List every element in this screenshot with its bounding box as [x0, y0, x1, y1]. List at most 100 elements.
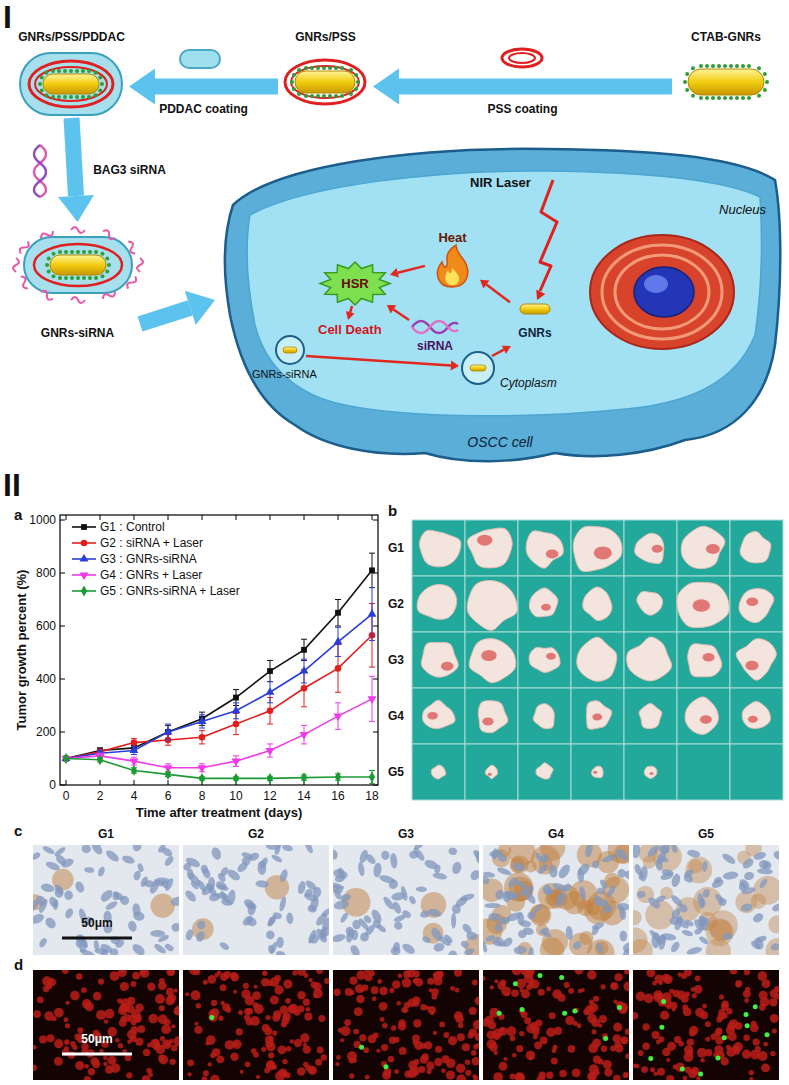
red-nucleus — [654, 974, 663, 983]
tunel-positive — [562, 1011, 567, 1016]
red-nucleus — [266, 1015, 271, 1020]
red-nucleus — [303, 1045, 311, 1053]
cell-nucleus-stain — [312, 886, 323, 899]
cell-nucleus-stain — [684, 919, 694, 928]
process-arrow — [58, 118, 94, 222]
red-nucleus — [369, 970, 375, 976]
red-nucleus — [120, 1016, 125, 1021]
red-nucleus — [652, 981, 657, 986]
red-nucleus — [431, 994, 437, 1000]
part-numeral: II — [3, 466, 21, 504]
cell-nucleus-stain — [437, 934, 452, 947]
ctab-molecule — [705, 64, 709, 68]
arrow-shaft — [140, 308, 190, 324]
ihc-stain — [633, 927, 648, 953]
red-nucleus — [755, 1046, 761, 1052]
ihc-stain — [753, 876, 779, 905]
ihc-ground — [333, 845, 479, 955]
red-nucleus — [532, 1029, 539, 1036]
ctab-molecule — [297, 92, 301, 96]
ihc-stain — [569, 880, 597, 908]
red-nucleus — [658, 998, 666, 1006]
ctab-molecule — [763, 88, 767, 92]
red-nucleus — [355, 984, 364, 993]
data-marker — [96, 748, 105, 756]
red-nucleus — [473, 1044, 479, 1050]
red-nucleus — [691, 1067, 700, 1076]
cell-nucleus-stain — [48, 896, 59, 909]
error-bar — [335, 627, 341, 656]
arrow-shaft — [399, 79, 672, 95]
red-nucleus — [82, 999, 91, 1008]
cell-nucleus-stain — [646, 845, 661, 859]
ihc-stain — [486, 914, 507, 935]
cell-nucleus-stain — [542, 930, 553, 939]
data-marker — [131, 765, 137, 776]
laser-label: NIR Laser — [470, 175, 531, 191]
red-nucleus — [338, 1028, 343, 1033]
cell-nucleus-stain — [658, 934, 667, 951]
cell-nucleus-stain — [357, 917, 370, 932]
red-nucleus — [220, 973, 228, 981]
red-nucleus — [282, 1012, 291, 1021]
ctab-molecule — [87, 69, 91, 73]
red-nucleus — [472, 980, 478, 986]
red-nucleus — [234, 1043, 238, 1047]
red-nucleus — [104, 1019, 108, 1023]
cell-nucleus-stain — [603, 905, 613, 914]
red-nucleus — [510, 1035, 516, 1041]
cell-nucleus-stain — [226, 889, 236, 906]
red-nucleus — [110, 971, 120, 981]
ctab-molecule — [757, 94, 761, 98]
red-nucleus — [554, 1027, 562, 1035]
process-arrow — [373, 69, 672, 105]
red-nucleus — [546, 1072, 553, 1079]
red-nucleus — [140, 970, 147, 976]
cell-nucleus-stain — [518, 930, 527, 939]
heat-source: Heat — [425, 228, 480, 290]
legend-sample — [72, 590, 96, 592]
red-nucleus — [663, 975, 672, 984]
cell-nucleus-stain — [616, 867, 628, 879]
group-label: G1 — [98, 827, 114, 841]
red-nucleus — [305, 1007, 310, 1012]
red-nucleus — [253, 1002, 259, 1008]
red-nucleus — [401, 1007, 407, 1013]
red-nucleus — [362, 984, 368, 990]
cell-nucleus-stain — [99, 948, 109, 955]
red-nucleus — [244, 1014, 250, 1020]
photo-tile — [571, 688, 624, 744]
ihc-stain — [530, 904, 550, 924]
red-nucleus — [705, 1037, 710, 1042]
red-nucleus — [735, 982, 741, 988]
cell-nucleus-stain — [109, 935, 121, 946]
red-nucleus — [601, 984, 606, 989]
cell-nucleus-stain — [333, 868, 349, 881]
tick-label: 12 — [263, 789, 276, 803]
cell-nucleus-stain — [506, 911, 523, 923]
pddac-icon — [180, 50, 220, 68]
red-nucleus — [666, 1058, 670, 1062]
red-nucleus — [469, 1007, 477, 1015]
ihc-stain — [608, 845, 629, 863]
cell-nucleus-stain — [670, 873, 681, 888]
cell-nucleus-stain — [114, 938, 126, 949]
tick-mark — [134, 780, 135, 785]
process-arrow — [140, 291, 215, 325]
cell-nucleus-stain — [380, 850, 390, 861]
red-nucleus — [474, 997, 479, 1005]
tick-mark — [202, 780, 203, 785]
red-nucleus — [305, 1065, 311, 1071]
cell-nucleus-stain — [99, 942, 114, 954]
arrow-head — [58, 195, 94, 222]
cell-nucleus-stain — [241, 914, 255, 928]
red-nucleus — [253, 1052, 259, 1058]
red-nucleus — [297, 970, 306, 976]
cell-nucleus-stain — [508, 891, 521, 900]
error-bar — [267, 682, 273, 703]
cell-nucleus-stain — [215, 880, 228, 892]
cell-nucleus-stain — [655, 859, 663, 872]
red-nucleus — [759, 991, 768, 1000]
error-bar — [97, 758, 103, 762]
cell-nucleus-stain — [108, 947, 119, 955]
